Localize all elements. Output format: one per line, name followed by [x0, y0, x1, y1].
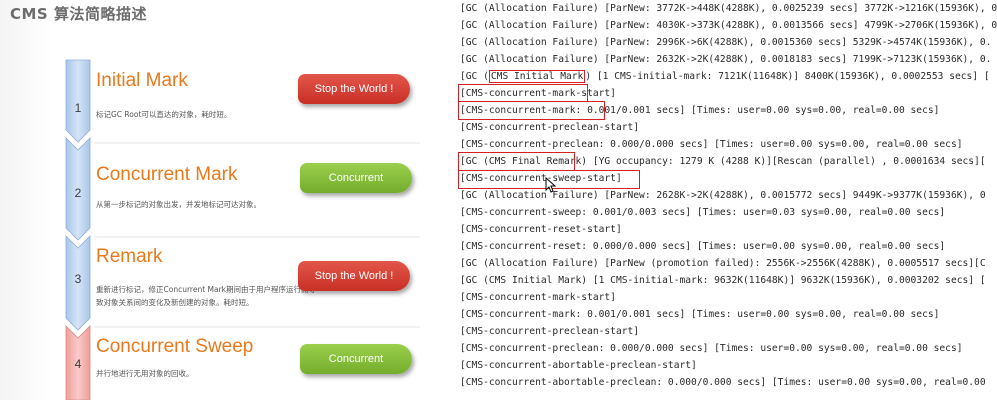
log-line: [CMS-concurrent-preclean: 0.000/0.000 se…	[460, 139, 963, 150]
log-line: [CMS-concurrent-preclean-start]	[460, 122, 640, 133]
highlight-concurrent-mark	[458, 101, 605, 120]
log-line: [GC (CMS Initial Mark) [1 CMS-initial-ma…	[460, 275, 986, 286]
mouse-cursor-icon	[545, 176, 557, 193]
panel-divider	[446, 0, 453, 400]
log-line: [GC (Allocation Failure) [ParNew: 2996K-…	[460, 37, 992, 48]
log-line: [CMS-concurrent-mark: 0.001/0.001 secs] …	[460, 309, 940, 320]
log-line: [CMS-concurrent-reset-start]	[460, 224, 622, 235]
log-line: [GC (Allocation Failure) [ParNew: 2632K-…	[460, 54, 992, 65]
gc-log-panel: [GC (Allocation Failure) [ParNew: 3772K-…	[453, 0, 997, 400]
log-line: [GC (Allocation Failure) [ParNew: 3772K-…	[460, 3, 997, 14]
log-line: [GC (Allocation Failure) [ParNew: 2628K-…	[460, 190, 986, 201]
log-line: [CMS-concurrent-mark-start]	[460, 88, 616, 99]
step-4-number: 4	[74, 357, 82, 371]
highlight-cms-initial-mark: CMS Initial Mark	[488, 70, 586, 83]
step-4-badge-concurrent: Concurrent	[300, 344, 412, 374]
log-line: [CMS-concurrent-abortable-preclean: 0.00…	[460, 377, 986, 388]
step-4-description: 并行地进行无用对象的回收。	[96, 369, 194, 378]
cms-slide: CMS 算法简略描述 1 Initial Mark 标记GC	[0, 0, 445, 400]
log-line: [CMS-concurrent-mark-start]	[460, 292, 616, 303]
log-line: [CMS-concurrent-abortable-preclean-start…	[460, 360, 697, 371]
log-line-cms-initial-mark: [GC (CMS Initial Mark) [1 CMS-initial-ma…	[460, 68, 990, 85]
log-line: [CMS-concurrent-sweep: 0.001/0.003 secs]…	[460, 207, 946, 218]
step-4-arrow	[65, 325, 91, 400]
log-text: [GC (	[460, 71, 489, 82]
step-3-description: 重新进行标记，修正Concurrent Mark期间由于用户程序运行而导致对象关…	[96, 285, 317, 307]
step-2-description: 从第一步标记的对象出发，并发地标记可达对象。	[96, 200, 261, 209]
step-2-number: 2	[74, 186, 82, 200]
highlight-cms-final-remark	[458, 152, 575, 171]
step-1-description: 标记GC Root可以直达的对象，耗时短。	[96, 110, 232, 119]
step-2-arrow	[65, 137, 91, 241]
log-line: [CMS-concurrent-preclean: 0.000/0.000 se…	[460, 343, 963, 354]
log-line: [CMS-concurrent-reset: 0.000/0.000 secs]…	[460, 241, 946, 252]
step-3-badge-stop-the-world: Stop the World !	[298, 261, 410, 291]
step-3-number: 3	[74, 272, 82, 286]
log-line: [GC (CMS Final Remark) [YG occupancy: 12…	[460, 156, 986, 167]
step-2-badge-concurrent: Concurrent	[300, 163, 412, 193]
slide-title: CMS 算法简略描述	[10, 5, 147, 23]
step-1-badge-stop-the-world: Stop the World !	[298, 74, 410, 104]
log-text: ) [1 CMS-initial-mark: 7121K(11648K)] 84…	[585, 71, 990, 82]
step-4-name: Concurrent Sweep	[96, 336, 254, 357]
log-line: [GC (Allocation Failure) [ParNew: 4030K-…	[460, 20, 997, 31]
step-1-arrow	[65, 59, 91, 143]
log-line: [CMS-concurrent-sweep-start]	[460, 173, 622, 184]
highlight-concurrent-mark-start	[458, 84, 588, 102]
step-2-name: Concurrent Mark	[96, 164, 238, 185]
highlight-concurrent-sweep-start	[458, 170, 640, 189]
log-line: [GC (Allocation Failure) [ParNew (promot…	[460, 258, 986, 269]
process-arrow-graphic	[65, 59, 420, 400]
log-line: [CMS-concurrent-mark: 0.001/0.001 secs] …	[460, 105, 940, 116]
step-3-arrow	[65, 235, 91, 331]
step-3-name: Remark	[96, 246, 163, 267]
log-line: [CMS-concurrent-preclean-start]	[460, 326, 640, 337]
step-1-number: 1	[74, 101, 82, 115]
step-1-name: Initial Mark	[96, 70, 188, 91]
